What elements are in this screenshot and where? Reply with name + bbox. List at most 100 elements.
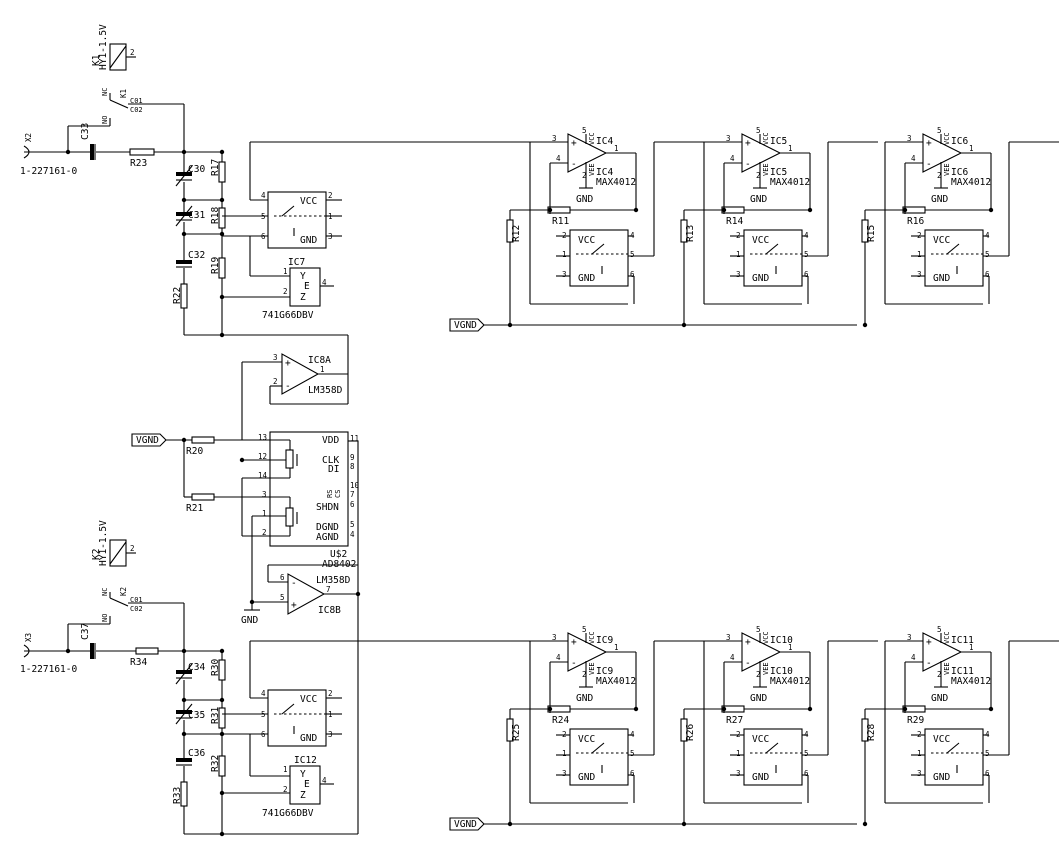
svg-text:2: 2 [937,670,942,679]
svg-text:VCC: VCC [300,196,317,207]
svg-text:3: 3 [562,769,567,778]
svg-text:-: - [571,159,577,170]
k1-switch-ref: K1 [119,89,128,98]
svg-text:VEE: VEE [588,662,596,675]
cap-c33: C33 [68,123,130,160]
svg-text:DGND: DGND [316,522,339,533]
svg-text:3: 3 [273,353,278,362]
svg-text:E: E [304,281,310,292]
svg-text:6: 6 [985,769,990,778]
svg-text:10: 10 [350,481,360,490]
svg-text:VCC: VCC [588,631,596,644]
svg-text:3: 3 [907,633,912,642]
svg-text:GND: GND [300,733,317,744]
svg-text:7: 7 [350,490,355,499]
svg-text:5: 5 [937,126,942,135]
opamp-ref: IC5 [770,136,787,147]
svg-text:5: 5 [261,212,266,221]
opamp-ic8b: - + 6 5 7 LM358D IC8B [252,573,358,616]
svg-text:VGND: VGND [136,435,159,446]
svg-text:VCC: VCC [300,694,317,705]
svg-text:GND: GND [933,273,950,284]
svg-text:3: 3 [328,730,333,739]
ic8a-value: LM358D [308,385,343,396]
svg-text:2: 2 [756,670,761,679]
cap-c36: C36 [176,734,205,782]
svg-text:-: - [745,159,751,170]
svg-text:1-227161-0: 1-227161-0 [20,664,77,675]
resistor-r30: R30 [210,651,226,708]
svg-text:2: 2 [283,785,288,794]
svg-text:5: 5 [937,625,942,634]
svg-text:GND: GND [578,273,595,284]
svg-text:GND: GND [576,693,593,704]
c33-label: C33 [80,123,91,140]
cap-c37: C37 [68,623,136,659]
svg-text:3: 3 [552,633,557,642]
opamp-ref-2: IC5 [770,167,787,178]
svg-text:VGND: VGND [454,320,477,331]
svg-text:VCC: VCC [588,132,596,145]
svg-text:GND: GND [300,235,317,246]
svg-text:-: - [571,658,577,669]
relay-k1-switch: NC NO K1 C01 C02 [67,88,184,152]
relay-k2-ref: K2 [91,549,102,560]
svg-text:C34: C34 [188,662,205,673]
resistor-r21: R21 [184,493,215,514]
svg-text:1: 1 [283,267,288,276]
svg-text:VCC: VCC [933,235,950,246]
svg-text:4: 4 [556,653,561,662]
opamp-value: MAX4012 [596,676,636,687]
svg-text:2: 2 [328,191,333,200]
upper-analog-switch: VCC GND 4 5 6 2 1 3 [222,191,342,249]
shunt-resistor-label: R15 [866,225,877,242]
svg-text:12: 12 [258,452,267,461]
svg-text:5: 5 [582,625,587,634]
svg-text:+: + [285,358,291,369]
resistor-r19: R19 [210,257,226,335]
svg-text:K2: K2 [119,587,128,596]
trim-cap-c30: C30 [175,160,205,200]
svg-text:6: 6 [261,232,266,241]
cap-c32: C32 [176,234,205,284]
svg-text:6: 6 [804,270,809,279]
svg-text:5: 5 [350,520,355,529]
trim-cap-c34: C34 [175,660,205,700]
svg-text:C37: C37 [80,623,91,640]
svg-text:R33: R33 [172,787,183,804]
svg-text:4: 4 [261,191,266,200]
svg-text:8: 8 [350,462,355,471]
svg-text:VCC: VCC [933,734,950,745]
relay-k1-coil: 2 K1 HY1-1.5V [91,24,136,71]
svg-text:GND: GND [750,693,767,704]
k1-no-label: NO [101,116,109,124]
svg-text:3: 3 [726,633,731,642]
trim-cap-c31: C31 [175,200,205,234]
svg-text:Y: Y [300,769,306,780]
svg-text:GND: GND [933,772,950,783]
svg-text:+: + [745,138,751,149]
svg-text:+: + [571,138,577,149]
ic7-ref: IC7 [288,257,305,268]
svg-text:E: E [304,779,310,790]
resistor-r32: R32 [210,755,226,834]
svg-text:4: 4 [556,154,561,163]
shunt-resistor-label: R28 [866,724,877,741]
svg-text:VGND: VGND [454,819,477,830]
svg-text:C36: C36 [188,748,205,759]
svg-text:GND: GND [750,194,767,205]
opamp-ref-2: IC4 [596,167,613,178]
svg-text:11: 11 [350,434,359,443]
opamp-ref: IC11 [951,635,974,646]
svg-text:VCC: VCC [752,734,769,745]
opamp-ref-2: IC9 [596,666,613,677]
opamp-ref-2: IC10 [770,666,793,677]
svg-text:GND: GND [576,194,593,205]
svg-text:VCC: VCC [762,631,770,644]
svg-text:GND: GND [931,194,948,205]
svg-text:-: - [285,381,291,392]
relay-k2-coil: 2 K2 HY1-1.5V [91,520,136,567]
lower-analog-switch: VCC GND 4 5 6 2 1 3 [222,689,342,747]
svg-text:6: 6 [280,573,285,582]
